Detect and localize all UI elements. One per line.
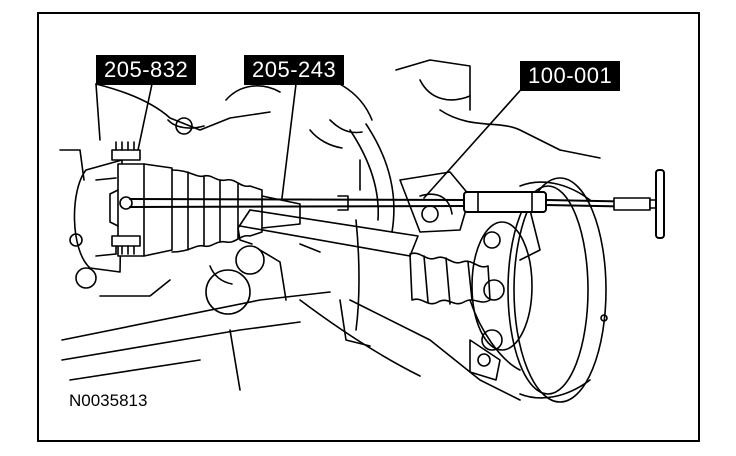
callout-100-001: 100-001	[520, 61, 621, 91]
strut-spring	[339, 123, 395, 347]
puller-rod	[129, 195, 469, 211]
brake-rotor	[469, 177, 608, 403]
callout-205-243: 205-243	[244, 55, 345, 85]
leader-100-001	[423, 83, 527, 199]
drive-shaft	[237, 209, 419, 257]
inner-cv-boot	[171, 169, 301, 315]
slide-hammer	[463, 169, 665, 239]
outer-cv-boot	[409, 252, 491, 305]
callout-leaders	[137, 83, 527, 199]
leader-205-832	[137, 83, 153, 151]
chassis-outline	[61, 59, 601, 401]
left-knuckle	[59, 149, 123, 289]
puller-adapter-fixture	[109, 141, 173, 257]
leader-205-243	[281, 83, 297, 199]
callout-205-832: 205-832	[96, 55, 197, 85]
figure-reference-code: N0035813	[69, 391, 148, 410]
